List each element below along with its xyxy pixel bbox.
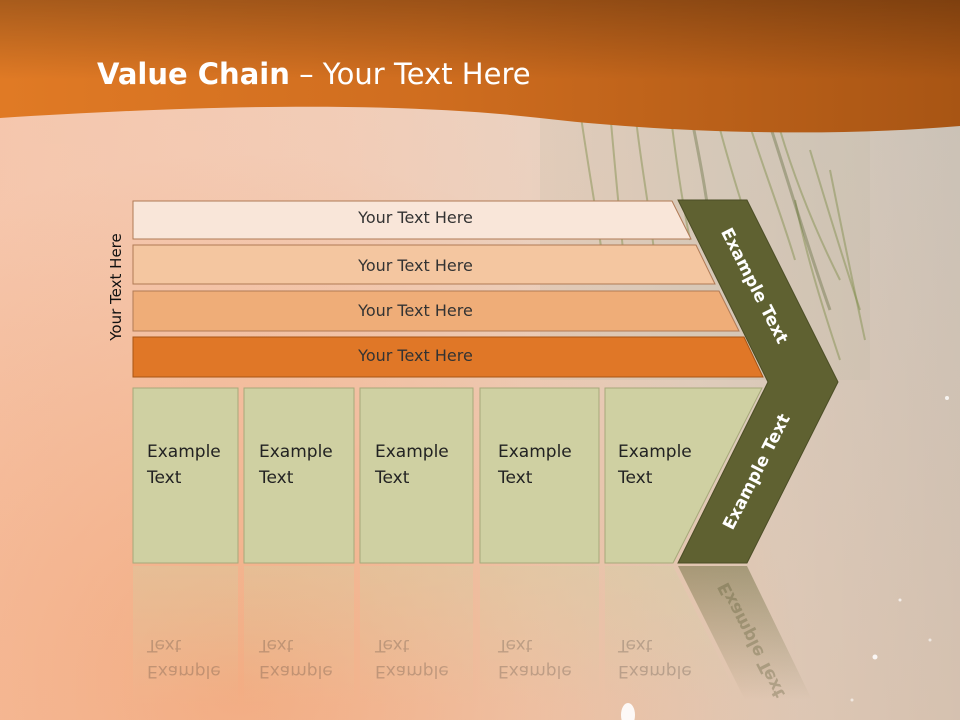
title-bold-part: Value Chain <box>97 57 290 91</box>
primary-box-1-label: Example Text <box>147 439 247 491</box>
box-reflection-5 <box>605 566 740 700</box>
primary-box-5-reflection-line1: Example <box>618 661 692 681</box>
box-reflection-1 <box>133 566 238 706</box>
sparkle-5 <box>850 698 854 702</box>
primary-box-2-line2: Text <box>259 468 294 488</box>
primary-box-2-label: Example Text <box>259 439 359 491</box>
candle-glow <box>621 703 635 720</box>
box-reflection-4 <box>480 566 599 706</box>
primary-box-1 <box>132 387 239 564</box>
primary-box-5-reflection-text: Example Text <box>618 632 718 684</box>
primary-box-5-line2: Text <box>618 468 653 488</box>
primary-box-4-reflection-line1: Example <box>498 661 572 681</box>
header-band <box>0 0 960 133</box>
primary-box-5-label: Example Text <box>618 439 718 491</box>
support-bar-1-label: Your Text Here <box>358 208 473 227</box>
primary-box-1-reflection-line1: Example <box>147 661 221 681</box>
primary-box-5 <box>604 387 763 564</box>
margin-chevron <box>677 199 839 564</box>
support-bar-4 <box>132 336 764 378</box>
primary-box-2 <box>243 387 355 564</box>
primary-box-2-reflection-line2: Text <box>259 635 294 655</box>
chevron-reflection <box>678 566 812 700</box>
box-reflection-3 <box>360 566 473 706</box>
primary-box-3-line1: Example <box>375 442 449 462</box>
primary-box-1-line2: Text <box>147 468 182 488</box>
support-bar-2 <box>132 244 716 285</box>
primary-box-1-line1: Example <box>147 442 221 462</box>
support-bar-1 <box>132 200 692 240</box>
primary-box-1-reflection-text: Example Text <box>147 632 247 684</box>
sparkle-1 <box>945 396 949 400</box>
sparkle-4 <box>928 638 932 642</box>
title-rest-part: – Your Text Here <box>289 57 531 91</box>
primary-box-3 <box>359 387 474 564</box>
support-bar-4-label: Your Text Here <box>358 346 473 365</box>
primary-box-4-line2: Text <box>498 468 533 488</box>
support-bar-3 <box>132 290 740 332</box>
primary-box-3-reflection-line1: Example <box>375 661 449 681</box>
support-bar-3-label: Your Text Here <box>358 301 473 320</box>
primary-box-2-reflection-line1: Example <box>259 661 333 681</box>
primary-box-3-reflection-line2: Text <box>375 635 410 655</box>
sparkle-3 <box>898 598 902 602</box>
support-bar-2-label: Your Text Here <box>358 256 473 275</box>
primary-box-1-reflection-line2: Text <box>147 635 182 655</box>
slide-title: Value Chain – Your Text Here <box>97 54 531 94</box>
sparkle-2 <box>872 654 878 660</box>
primary-box-4-line1: Example <box>498 442 572 462</box>
primary-box-4-reflection-text: Example Text <box>498 632 598 684</box>
box-reflection-2 <box>244 566 354 706</box>
primary-box-3-label: Example Text <box>375 439 475 491</box>
primary-box-4-reflection-line2: Text <box>498 635 533 655</box>
primary-box-3-line2: Text <box>375 468 410 488</box>
primary-box-4 <box>479 387 600 564</box>
primary-box-3-reflection-text: Example Text <box>375 632 475 684</box>
primary-box-4-label: Example Text <box>498 439 598 491</box>
primary-box-5-reflection-line2: Text <box>618 635 653 655</box>
primary-box-5-line1: Example <box>618 442 692 462</box>
primary-box-2-line1: Example <box>259 442 333 462</box>
primary-box-2-reflection-text: Example Text <box>259 632 359 684</box>
